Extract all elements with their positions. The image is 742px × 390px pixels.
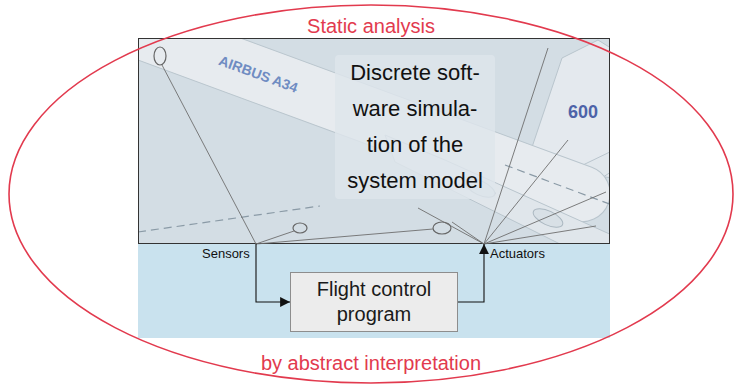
- livery-text: 600: [568, 102, 598, 123]
- ellipse-outline: [9, 5, 733, 383]
- aircraft-picture: [138, 38, 610, 244]
- port-label: Sensors: [202, 247, 250, 262]
- livery-text: AIRBUS A34: [216, 52, 299, 96]
- region-title: Static analysis: [307, 14, 435, 38]
- actuator-wire: [418, 208, 484, 244]
- box-text: Discrete soft- ware simula- tion of the …: [335, 55, 495, 199]
- sensor-wire: [256, 229, 433, 244]
- actuator-wire: [452, 222, 484, 244]
- port-label: Actuators: [490, 247, 545, 262]
- sensor-symbol: [293, 223, 307, 233]
- fuselage: [138, 38, 610, 230]
- fuselage-group: [138, 38, 610, 230]
- actuator-wire: [484, 192, 606, 244]
- actuator-wire: [484, 226, 596, 244]
- sensor-symbol: [154, 47, 166, 65]
- sensor-wire: [162, 65, 256, 244]
- simulation-box: Discrete soft- ware simula- tion of the …: [138, 38, 610, 244]
- signal-arrow: [256, 244, 290, 302]
- box-text: Flight control program: [299, 277, 449, 327]
- actuator-wire: [484, 140, 568, 244]
- signal-arrow: [458, 244, 484, 302]
- region-title: by abstract interpretation: [261, 351, 481, 375]
- model-frame: [139, 39, 610, 244]
- pitch-axis: [138, 206, 320, 232]
- sensor-symbol: [433, 222, 451, 234]
- engine: [531, 205, 566, 231]
- process-box: Flight control program: [290, 272, 458, 332]
